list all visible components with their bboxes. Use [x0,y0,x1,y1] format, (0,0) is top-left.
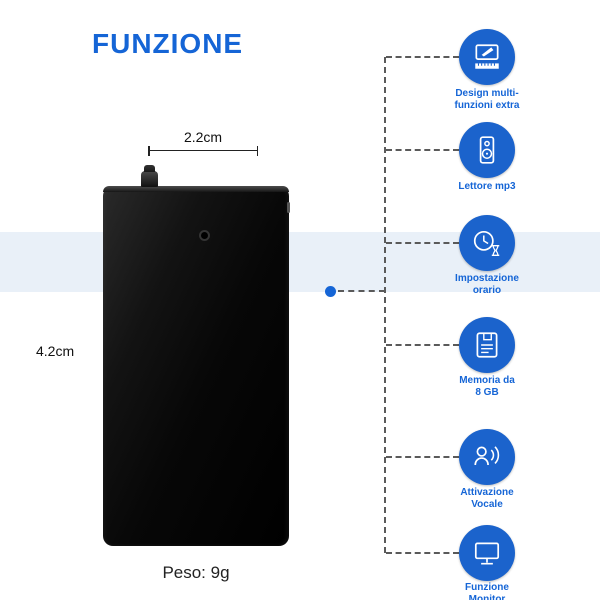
monitor-function-icon [471,537,503,569]
feature-label-voice: Attivazione Vocale [460,487,514,510]
time-setting-icon [471,227,503,259]
feature-badge-memory [459,317,515,373]
device-top-edge [103,186,289,192]
feature-badge-design [459,29,515,85]
memory-icon [471,329,503,361]
device-width-label: 2.2cm [183,129,223,145]
callout-vertical-line [384,57,386,553]
voice-activation-icon [471,441,503,473]
device-height-label: 4.2cm [36,343,75,359]
feature-label-monitor: Funzione Monitor [465,582,509,600]
feature-badge-monitor [459,525,515,581]
callout-dot [325,286,336,297]
device-side-switch [287,202,290,213]
device-microphone-knob [141,165,158,187]
feature-label-mp3: Lettore mp3 [458,181,516,192]
feature-badge-time [459,215,515,271]
feature-connector [386,344,459,346]
feature-label-time: Impostazione orario [455,273,519,296]
feature-label-memory: Memoria da 8 GB [459,375,515,398]
feature-label-design: Design multi-funzioni extra [454,88,520,111]
feature-connector [386,56,459,58]
page-title: FUNZIONE [92,28,244,59]
device-mic-hole [199,230,210,241]
feature-connector [386,456,459,458]
feature-badge-voice [459,429,515,485]
mp3-player-icon [471,134,503,166]
device-width-dimension-line [148,146,258,156]
voice-recorder-device [103,165,290,546]
feature-connector [386,149,459,151]
multi-function-design-icon [471,41,503,73]
feature-connector [386,552,459,554]
device-weight-label: Peso: 9g [162,563,230,582]
callout-horizontal-line [338,290,385,292]
feature-badge-mp3 [459,122,515,178]
feature-connector [386,242,459,244]
